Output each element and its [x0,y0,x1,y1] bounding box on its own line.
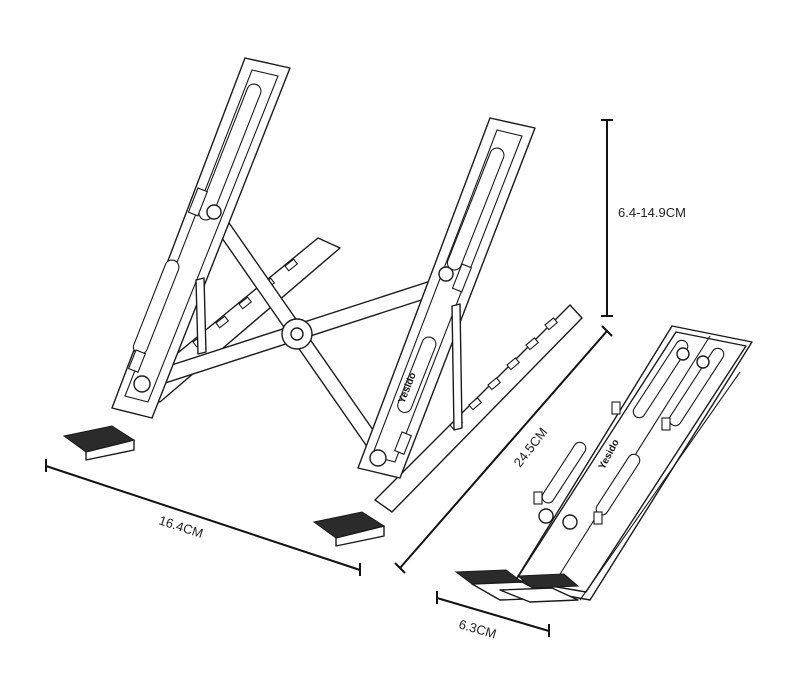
folded-stand: Yesido [454,325,753,603]
height-label: 6.4-14.9CM [618,205,686,220]
depth-label: 24.5CM [511,425,551,470]
right-base-rail [374,304,583,513]
right-arm: Yesido [312,117,536,547]
width-dimension: 16.4CM [45,459,361,576]
open-stand: Yesido [62,57,583,547]
folded-width-label: 6.3CM [457,616,498,641]
left-arm [62,57,291,461]
height-dimension: 6.4-14.9CM [601,119,686,317]
